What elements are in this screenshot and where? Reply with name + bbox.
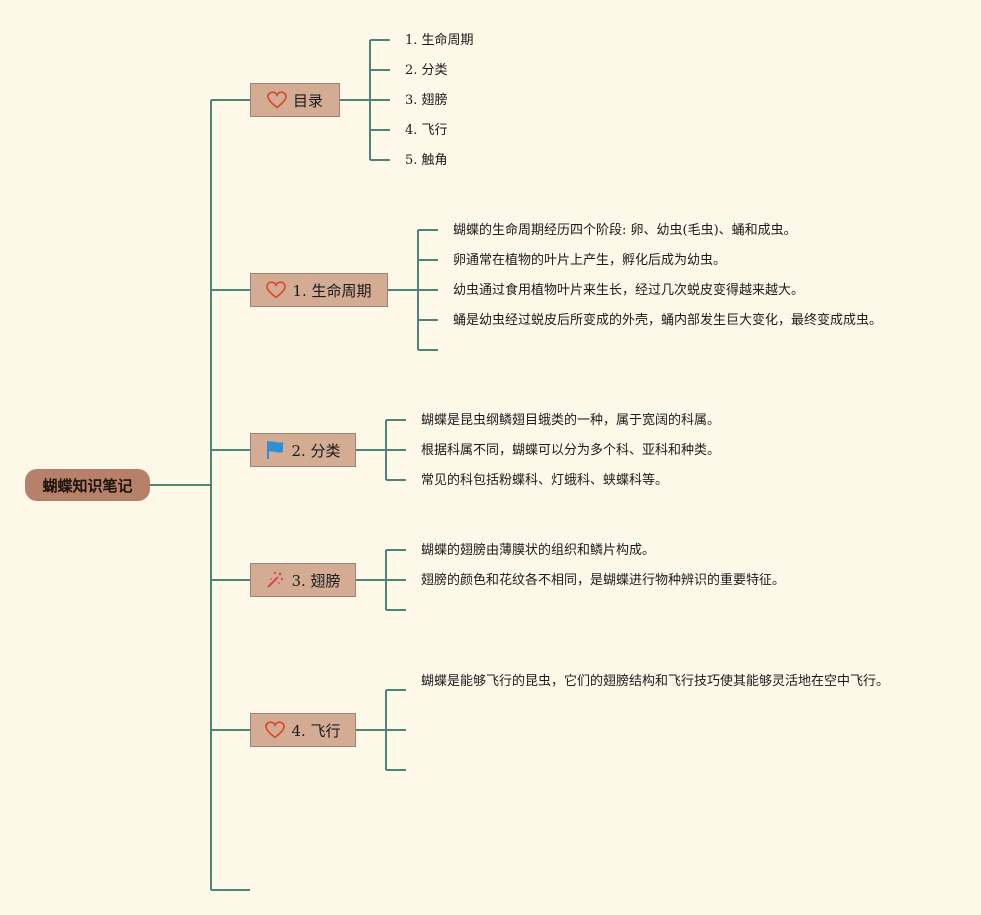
topic-label: 3. 翅膀 xyxy=(291,571,341,590)
topic-lifecycle[interactable]: 1. 生命周期 xyxy=(250,273,388,307)
flag-icon xyxy=(265,440,285,460)
lifecycle-note[interactable]: 蛹是幼虫经过蜕皮后所变成的外壳，蛹内部发生巨大变化，最终变成成虫。 xyxy=(453,313,883,328)
lifecycle-note[interactable]: 幼虫通过食用植物叶片来生长，经过几次蜕皮变得越来越大。 xyxy=(453,283,805,298)
toc-item[interactable]: 3. 翅膀 xyxy=(405,93,448,108)
lifecycle-note[interactable]: 卵通常在植物的叶片上产生，孵化后成为幼虫。 xyxy=(453,253,727,268)
root-topic[interactable]: 蝴蝶知识笔记 xyxy=(25,469,150,501)
toc-item[interactable]: 5. 触角 xyxy=(405,153,448,168)
heart-icon xyxy=(265,720,286,740)
toc-item[interactable]: 1. 生命周期 xyxy=(405,33,474,48)
classification-note[interactable]: 常见的科包括粉蝶科、灯蛾科、蛱蝶科等。 xyxy=(421,473,669,488)
topic-toc[interactable]: 目录 xyxy=(250,83,340,117)
topic-label: 2. 分类 xyxy=(291,441,341,460)
topic-classification[interactable]: 2. 分类 xyxy=(250,433,356,467)
topic-wings[interactable]: 3. 翅膀 xyxy=(250,563,356,597)
topic-label: 4. 飞行 xyxy=(291,721,341,740)
topic-label: 目录 xyxy=(292,91,323,110)
flight-note[interactable]: 蝴蝶是能够飞行的昆虫，它们的翅膀结构和飞行技巧使其能够灵活地在空中飞行。 xyxy=(421,674,890,689)
classification-note[interactable]: 根据科属不同，蝴蝶可以分为多个科、亚科和种类。 xyxy=(421,443,721,458)
magic-wand-icon xyxy=(265,570,285,590)
topic-flight[interactable]: 4. 飞行 xyxy=(250,713,356,747)
toc-item[interactable]: 2. 分类 xyxy=(405,63,448,78)
heart-icon xyxy=(266,280,287,300)
wings-note[interactable]: 蝴蝶的翅膀由薄膜状的组织和鳞片构成。 xyxy=(421,543,656,558)
heart-icon xyxy=(267,90,287,110)
classification-note[interactable]: 蝴蝶是昆虫纲鳞翅目蛾类的一种，属于宽阔的科属。 xyxy=(421,413,721,428)
lifecycle-note[interactable]: 蝴蝶的生命周期经历四个阶段: 卵、幼虫(毛虫)、蛹和成虫。 xyxy=(453,223,797,238)
topic-label: 1. 生命周期 xyxy=(292,281,372,300)
toc-item[interactable]: 4. 飞行 xyxy=(405,123,448,138)
wings-note[interactable]: 翅膀的颜色和花纹各不相同，是蝴蝶进行物种辨识的重要特征。 xyxy=(421,573,786,588)
